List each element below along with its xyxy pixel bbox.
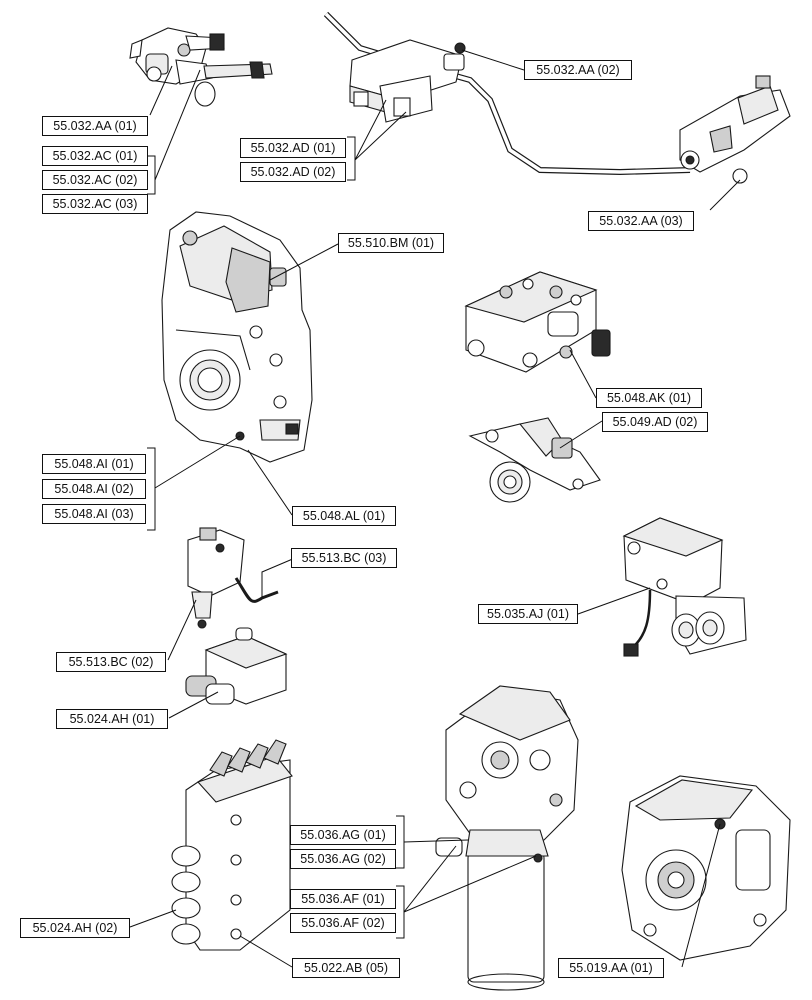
label-55-032-ac-01[interactable]: 55.032.AC (01) bbox=[42, 146, 148, 166]
label-55-048-ai-02[interactable]: 55.048.AI (02) bbox=[42, 479, 146, 499]
transmission-housing bbox=[161, 211, 313, 463]
solenoid-block bbox=[185, 627, 288, 705]
label-55-032-ad-02[interactable]: 55.032.AD (02) bbox=[240, 162, 346, 182]
label-55-036-af-02[interactable]: 55.036.AF (02) bbox=[290, 913, 396, 933]
pipe-and-valve-top bbox=[323, 11, 791, 184]
bracket-with-bearing bbox=[468, 417, 601, 503]
label-55-036-ag-01[interactable]: 55.036.AG (01) bbox=[290, 825, 396, 845]
control-valve-block bbox=[464, 271, 611, 373]
label-55-513-bc-03[interactable]: 55.513.BC (03) bbox=[291, 548, 397, 568]
valve-stack-levers bbox=[209, 739, 287, 777]
main-hydraulic-pump bbox=[621, 775, 791, 961]
label-55-513-bc-02[interactable]: 55.513.BC (02) bbox=[56, 652, 166, 672]
label-55-035-aj-01[interactable]: 55.035.AJ (01) bbox=[478, 604, 578, 624]
label-55-036-af-01[interactable]: 55.036.AF (01) bbox=[290, 889, 396, 909]
label-55-510-bm-01[interactable]: 55.510.BM (01) bbox=[338, 233, 444, 253]
label-55-032-aa-03[interactable]: 55.032.AA (03) bbox=[588, 211, 694, 231]
label-55-032-ac-02[interactable]: 55.032.AC (02) bbox=[42, 170, 148, 190]
label-55-048-ak-01[interactable]: 55.048.AK (01) bbox=[596, 388, 702, 408]
label-55-019-aa-01[interactable]: 55.019.AA (01) bbox=[558, 958, 664, 978]
label-55-048-al-01[interactable]: 55.048.AL (01) bbox=[292, 506, 396, 526]
label-55-024-ah-02[interactable]: 55.024.AH (02) bbox=[20, 918, 130, 938]
label-55-048-ai-01[interactable]: 55.048.AI (01) bbox=[42, 454, 146, 474]
label-55-032-ac-03[interactable]: 55.032.AC (03) bbox=[42, 194, 148, 214]
valve-block-with-couplings bbox=[622, 517, 747, 657]
label-55-048-ai-03[interactable]: 55.048.AI (03) bbox=[42, 504, 146, 524]
label-55-036-ag-02[interactable]: 55.036.AG (02) bbox=[290, 849, 396, 869]
leader-lines bbox=[129, 49, 741, 968]
label-55-032-aa-02[interactable]: 55.032.AA (02) bbox=[524, 60, 632, 80]
valve-assembly-top-left bbox=[129, 27, 273, 107]
label-55-022-ab-05[interactable]: 55.022.AB (05) bbox=[292, 958, 400, 978]
label-55-049-ad-02[interactable]: 55.049.AD (02) bbox=[602, 412, 708, 432]
sensor-with-cable bbox=[187, 527, 279, 629]
hydraulic-valve-stack bbox=[171, 739, 293, 951]
pump-with-filter bbox=[435, 685, 579, 991]
label-55-032-ad-01[interactable]: 55.032.AD (01) bbox=[240, 138, 346, 158]
label-55-024-ah-01[interactable]: 55.024.AH (01) bbox=[56, 709, 168, 729]
label-55-032-aa-01[interactable]: 55.032.AA (01) bbox=[42, 116, 148, 136]
